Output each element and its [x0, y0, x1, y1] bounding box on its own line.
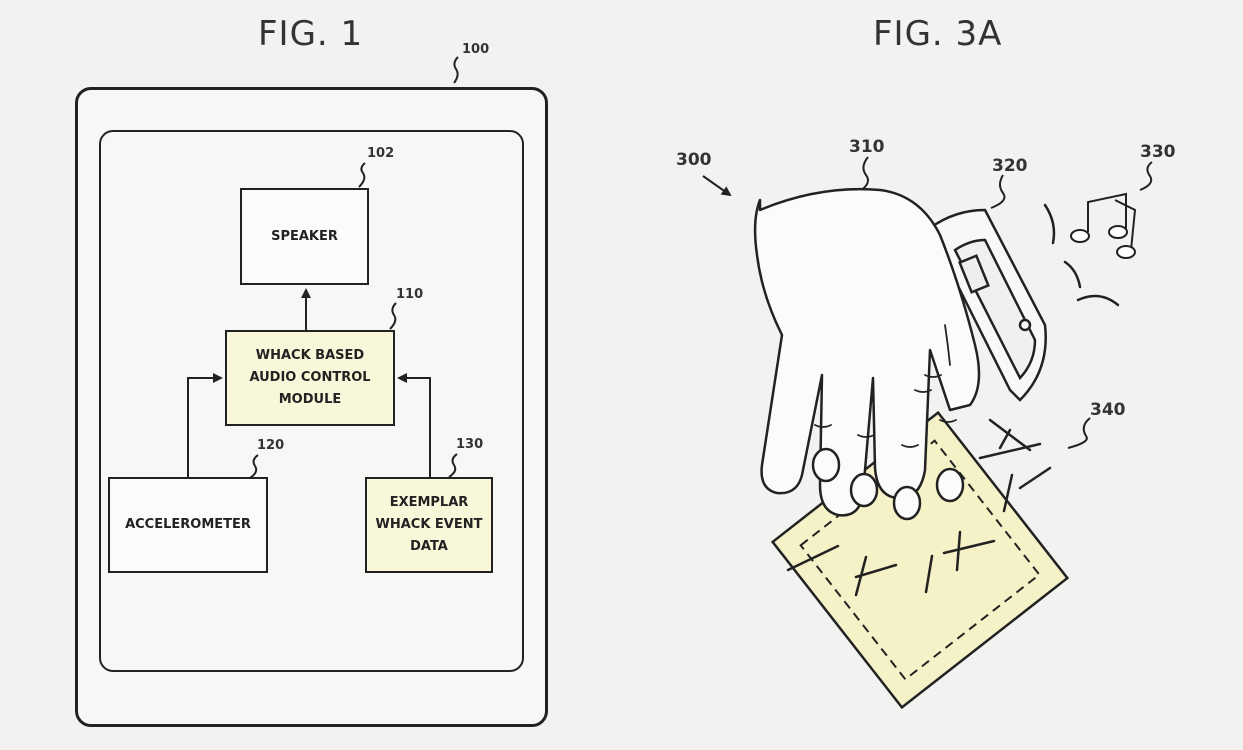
whack-audio-control-module-block: WHACK BASED AUDIO CONTROL MODULE [225, 330, 395, 426]
module-label-line-3: MODULE [278, 392, 342, 407]
exemplar-label-line-3: DATA [410, 539, 448, 554]
ref-accelerometer-120: 120 [257, 438, 285, 453]
module-label-line-2: AUDIO CONTROL [249, 370, 371, 385]
leader-320 [990, 174, 1006, 209]
accelerometer-label: ACCELEROMETER [125, 517, 251, 532]
ref-device-320: 320 [992, 156, 1028, 176]
sound-waves [1043, 203, 1120, 307]
arrow-accelerometer-to-module [187, 373, 223, 477]
leader-120 [249, 454, 259, 479]
fig3a-title: FIG. 3A [873, 14, 1003, 54]
arrow-300 [702, 175, 732, 197]
leader-340 [1067, 417, 1091, 449]
hand-310 [753, 187, 981, 521]
music-note-icon [1070, 192, 1137, 259]
exemplar-label-line-1: EXEMPLAR [389, 495, 469, 510]
hand-knuckle-lines [814, 324, 957, 448]
leader-110 [389, 302, 397, 330]
arrow-exemplar-to-module [397, 373, 431, 477]
module-label-line-1: WHACK BASED [255, 348, 365, 363]
ref-surface-340: 340 [1090, 400, 1126, 420]
speaker-label: SPEAKER [271, 228, 338, 244]
ref-music-330: 330 [1140, 142, 1176, 162]
accelerometer-block: ACCELEROMETER [108, 477, 268, 573]
leader-310 [859, 156, 869, 192]
ref-hand-310: 310 [849, 137, 885, 157]
ref-speaker-102: 102 [367, 146, 395, 161]
surface-markings [786, 418, 1052, 597]
device-320 [928, 208, 1047, 402]
exemplar-whack-data-block: EXEMPLAR WHACK EVENT DATA [365, 477, 493, 573]
ref-system-300: 300 [676, 150, 712, 170]
leader-102 [358, 162, 366, 188]
ref-exemplar-130: 130 [456, 437, 484, 452]
ref-device-100: 100 [462, 42, 490, 57]
ref-module-110: 110 [396, 287, 424, 302]
leader-130 [448, 453, 458, 478]
speaker-block: SPEAKER [240, 188, 369, 285]
exemplar-label-line-2: WHACK EVENT [375, 517, 483, 532]
leader-330 [1139, 161, 1153, 191]
leader-100 [453, 56, 459, 84]
fig1-title: FIG. 1 [258, 14, 364, 54]
